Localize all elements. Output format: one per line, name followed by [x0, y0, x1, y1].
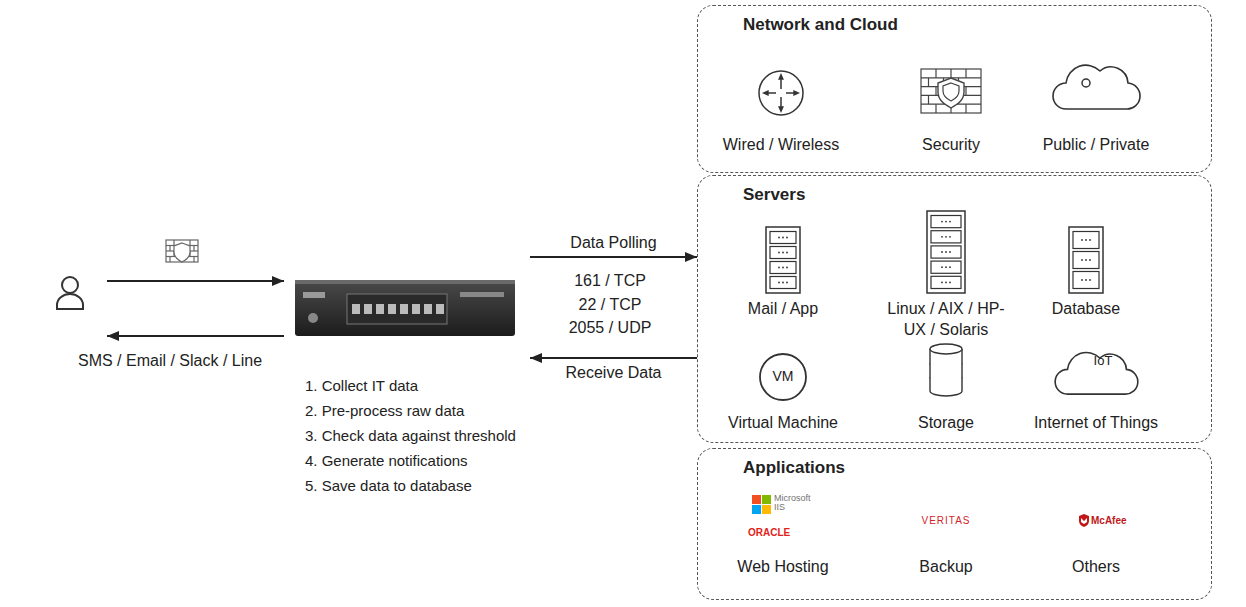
icon-node: Linux / AIX / HP-UX / Solaris: [871, 211, 1021, 341]
channel-label: SMS / Email / Slack / Line: [60, 352, 280, 370]
icon-picture: [706, 51, 856, 135]
icon-picture: [1021, 51, 1171, 135]
user-icon: [57, 277, 83, 309]
step-text: 3. Check data against threshold: [305, 423, 530, 448]
step-text: 2. Pre-process raw data: [305, 398, 530, 423]
group-heading: Applications: [743, 458, 845, 478]
flow-arrow: [530, 256, 697, 258]
step-text: 1. Collect IT data: [305, 373, 530, 398]
icon-node: McAfeeOthers: [1021, 491, 1171, 578]
item-caption: Storage: [871, 341, 1021, 434]
item-caption: Web Hosting: [708, 491, 858, 578]
item-caption: Public / Private: [1021, 51, 1171, 156]
icon-node: Wired / Wireless: [706, 51, 856, 156]
icon-picture: [1011, 211, 1161, 299]
icon-picture: [1021, 341, 1171, 413]
port-label: 2055 / UDP: [500, 319, 720, 337]
item-caption: Backup: [871, 491, 1021, 578]
icon-picture: [871, 341, 1021, 413]
item-caption: Security: [876, 51, 1026, 156]
request-arrow: [107, 280, 284, 282]
group-box: Wired / WirelessSecurityPublic / Private…: [697, 5, 1212, 173]
port-label: 161 / TCP: [500, 272, 720, 290]
item-caption: Wired / Wireless: [706, 51, 856, 156]
step-text: 5. Save data to database: [305, 473, 530, 498]
item-caption: Others: [1021, 491, 1171, 578]
port-label: 22 / TCP: [500, 296, 720, 314]
group-box: Mail / AppLinux / AIX / HP-UX / SolarisD…: [697, 175, 1212, 443]
icon-text: VM: [708, 368, 858, 385]
icon-node: Security: [876, 51, 1026, 156]
notify-arrow: [107, 335, 284, 337]
icon-text: VERITAS: [871, 515, 1021, 527]
appliance-node: 1. Collect IT data2. Pre-process raw dat…: [290, 245, 530, 498]
edge-label: Receive Data: [563, 364, 663, 382]
icon-node: Microsoft IIS ORACLEWeb Hosting: [708, 491, 858, 578]
icon-node: VERITASBackup: [871, 491, 1021, 578]
icon-text: Microsoft IIS: [774, 494, 820, 513]
icon-picture: [876, 51, 1026, 135]
item-caption: Internet of Things: [1021, 341, 1171, 434]
step-text: 4. Generate notifications: [305, 448, 530, 473]
icon-node: Mail / App: [708, 211, 858, 320]
group-heading: Servers: [743, 185, 805, 205]
icon-text: ORACLE: [748, 527, 828, 539]
item-caption: Linux / AIX / HP-UX / Solaris: [883, 211, 1009, 341]
icon-node: Storage: [871, 341, 1021, 434]
edge-label: Data Polling: [568, 234, 658, 252]
group-box: Microsoft IISORACLEWeb HostingVERITASBac…: [697, 448, 1212, 600]
icon-node: Public / Private: [1021, 51, 1171, 156]
icon-text: McAfee: [1091, 515, 1161, 527]
icon-text: IoT: [1083, 353, 1123, 369]
item-caption: Database: [1011, 211, 1161, 320]
firewall-icon: [166, 240, 198, 262]
group-heading: Network and Cloud: [743, 15, 898, 35]
item-caption: Virtual Machine: [708, 341, 858, 434]
flow-arrow: [530, 357, 697, 359]
appliance-picture: [290, 245, 530, 345]
item-caption: Mail / App: [708, 211, 858, 320]
icon-node: VMVirtual Machine: [708, 341, 858, 434]
icon-picture: [708, 211, 858, 299]
icon-node: Database: [1011, 211, 1161, 320]
icon-node: IoTInternet of Things: [1021, 341, 1171, 434]
icon-picture: [871, 211, 1021, 299]
